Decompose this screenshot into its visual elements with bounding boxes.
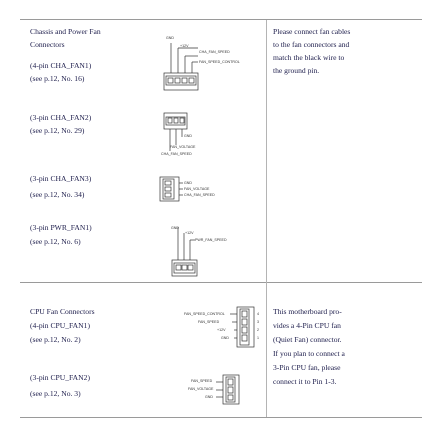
cpu-fan1-pin1: 1	[257, 336, 259, 340]
cpu-fan1-12v-label: +12V	[217, 328, 226, 332]
cha-fan2-name: (3-pin CHA_FAN2)	[30, 113, 92, 122]
cha-fan3-name: (3-pin CHA_FAN3)	[30, 174, 92, 183]
cpu-fan1-ref: (see p.12, No. 2)	[30, 335, 81, 344]
note2-line3: (Quiet Fan) connector.	[273, 335, 342, 344]
note1-line2: to the fan connectors and	[273, 40, 350, 49]
cpu-fan1-name: (4-pin CPU_FAN1)	[30, 321, 90, 330]
section-title-line1: Chassis and Power Fan	[30, 27, 101, 36]
middle-rule	[20, 282, 422, 283]
cha-fan1-control-label: FAN_SPEED_CONTROL	[199, 60, 240, 64]
cha-fan1-ref: (see p.12, No. 16)	[30, 74, 85, 83]
pwr-fan1-gnd-label: GND	[171, 226, 179, 230]
cha-fan1-gnd-label: GND	[166, 36, 174, 40]
pwr-fan1-12v-label: +12V	[185, 231, 194, 235]
note1-line4: the ground pin.	[273, 66, 320, 75]
cha-fan3-voltage-label: FAN_VOLTAGE	[184, 187, 210, 191]
cha-fan2-ref: (see p.12, No. 29)	[30, 126, 85, 135]
top-rule	[20, 19, 422, 20]
cpu-fan2-voltage-label: FAN_VOLTAGE	[188, 387, 214, 391]
cpu-fan1-control-label: FAN_SPEED_CONTROL	[184, 312, 225, 316]
cha-fan2-gnd-label: GND	[184, 134, 192, 138]
bottom-rule	[20, 417, 422, 418]
cpu-fan2-speed-label: FAN_SPEED	[191, 379, 213, 383]
cpu-section-title: CPU Fan Connectors	[30, 307, 95, 316]
cpu-fan1-pin4: 4	[257, 312, 259, 316]
note2-line4: If you plan to connect a	[273, 349, 345, 358]
column-divider	[266, 20, 267, 417]
cha-fan1-12v-label: +12V	[180, 44, 189, 48]
cpu-fan1-speed-label: FAN_SPEED	[198, 320, 220, 324]
pwr-fan1-name: (3-pin PWR_FAN1)	[30, 223, 92, 232]
cha-fan1-name: (4-pin CHA_FAN1)	[30, 61, 92, 70]
note1-line3: match the black wire to	[273, 53, 345, 62]
section-title-line2: Connectors	[30, 40, 65, 49]
cpu-fan1-gnd-label: GND	[221, 336, 229, 340]
cha-fan3-ref: (see p.12, No. 34)	[30, 190, 85, 199]
pwr-fan1-speed-label: PWR_FAN_SPEED	[195, 238, 227, 242]
cha-fan2-speed-label: CHA_FAN_SPEED	[161, 152, 192, 156]
pwr-fan1-ref: (see p.12, No. 6)	[30, 237, 81, 246]
cpu-fan2-ref: (see p.12, No. 3)	[30, 389, 81, 398]
cha-fan2-voltage-label: FAN_VOLTAGE	[170, 145, 196, 149]
cha-fan1-speed-label: CHA_FAN_SPEED	[199, 50, 230, 54]
note2-line2: vides a 4-Pin CPU fan	[273, 321, 341, 330]
cpu-fan2-name: (3-pin CPU_FAN2)	[30, 373, 90, 382]
cha-fan3-gnd-label: GND	[184, 181, 192, 185]
note1-line1: Please connect fan cables	[273, 27, 351, 36]
cpu-fan1-pin3: 3	[257, 320, 259, 324]
note2-line5: 3-Pin CPU fan, please	[273, 363, 341, 372]
cpu-fan2-gnd-label: GND	[205, 395, 213, 399]
note2-line6: connect it to Pin 1-3.	[273, 377, 337, 386]
cha-fan3-speed-label: CHA_FAN_SPEED	[184, 193, 215, 197]
note2-line1: This motherboard pro-	[273, 307, 342, 316]
cpu-fan1-pin2: 2	[257, 328, 259, 332]
